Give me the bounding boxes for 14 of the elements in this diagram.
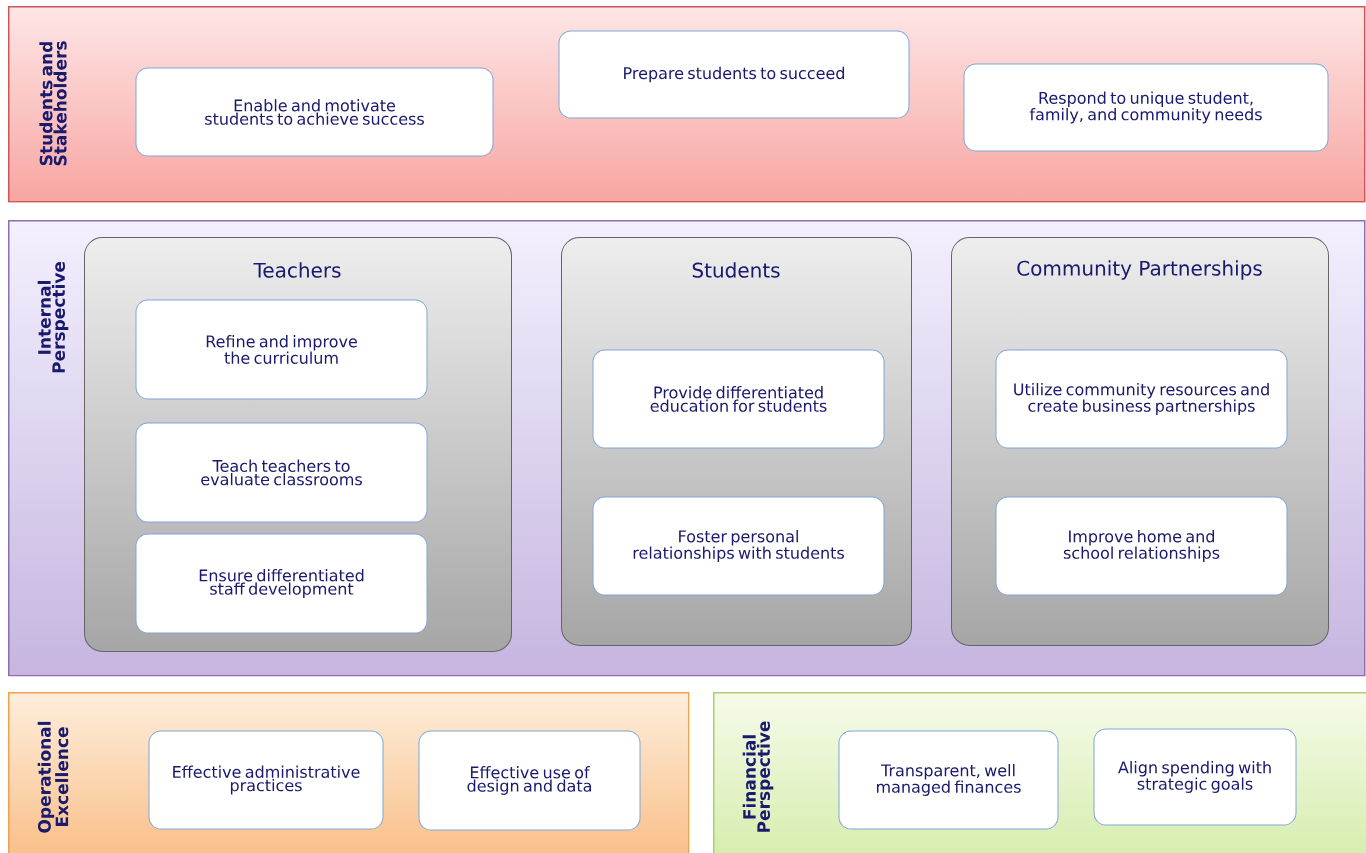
objective-box: Prepare students to succeed xyxy=(558,30,910,119)
objective-box: Improve home and school relationships xyxy=(995,496,1288,596)
objective-box: Teach teachers to evaluate classrooms xyxy=(135,422,428,523)
objective-box: Enable and motivate students to achieve success xyxy=(135,67,494,157)
objective-box: Provide differentiated education for students xyxy=(592,349,885,449)
objective-box: Respond to unique student, family, and community needs xyxy=(963,63,1329,152)
objective-box: Refine and improve the curriculum xyxy=(135,299,428,400)
objective-box: Foster personal relationships with students xyxy=(592,496,885,596)
objective-box: Align spending with strategic goals xyxy=(1093,728,1297,826)
objective-box: Ensure differentiated staff development xyxy=(135,533,428,634)
objective-box: Effective administrative practices xyxy=(148,730,384,830)
objective-box: Transparent, well managed finances xyxy=(838,730,1059,830)
objective-box: Effective use of design and data xyxy=(418,730,641,831)
objective-box: Utilize community resources and create business partnerships xyxy=(995,349,1288,449)
